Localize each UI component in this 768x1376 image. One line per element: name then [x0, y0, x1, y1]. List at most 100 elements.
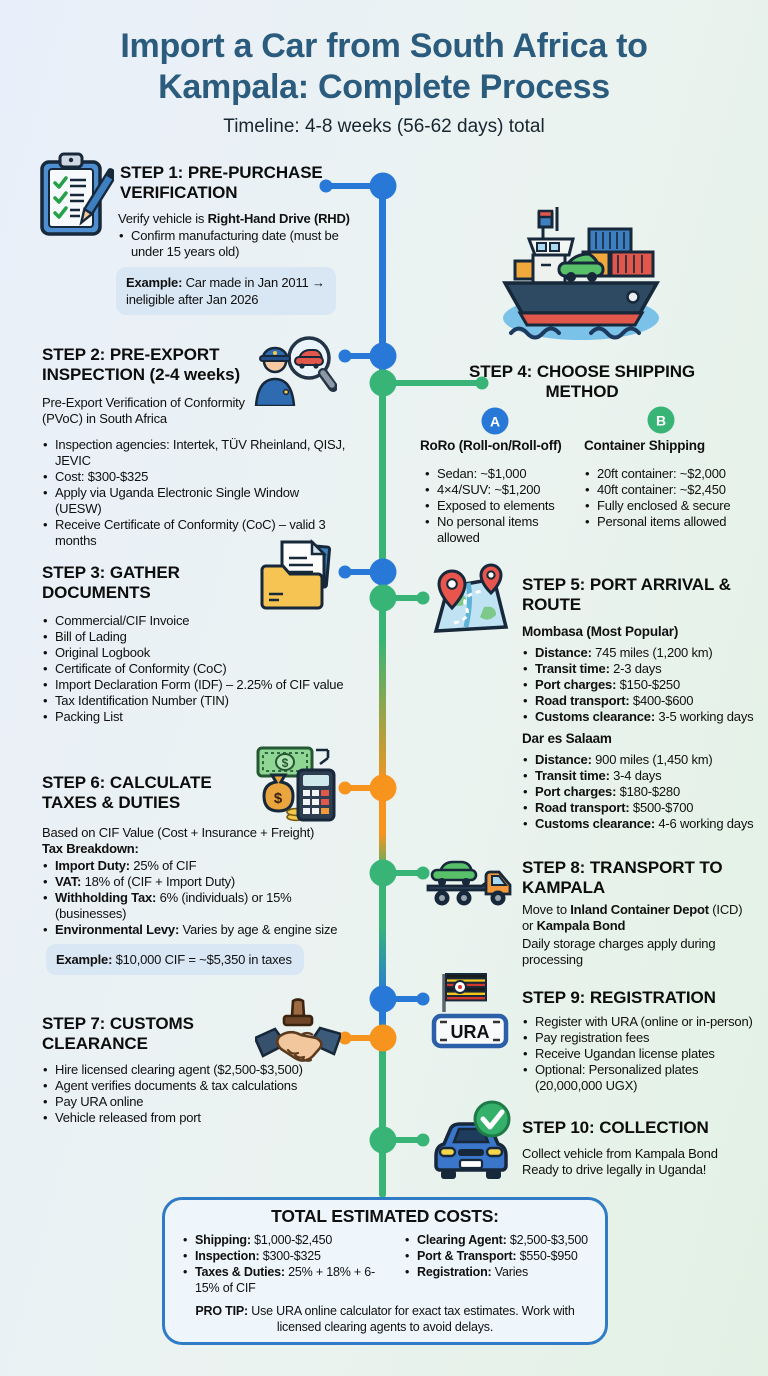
connector-step2: [345, 353, 383, 359]
step3-title: STEP 3: GATHER DOCUMENTS: [42, 563, 180, 603]
bullet-item: Bill of Lading: [42, 629, 347, 645]
connector-step6: [345, 785, 383, 791]
option-a-bullets: Sedan: ~$1,000 4×4/SUV: ~$1,200 Exposed …: [424, 466, 574, 546]
bullet-item: 4×4/SUV: ~$1,200: [424, 482, 574, 498]
page-subtitle: Timeline: 4-8 weeks (56-62 days) total: [223, 116, 545, 137]
bullet-item: Distance: 900 miles (1,450 km): [522, 752, 754, 768]
bullet-item: Tax Identification Number (TIN): [42, 693, 347, 709]
bullet-item: Registration: Varies: [404, 1264, 599, 1280]
bullet-item: Transit time: 3-4 days: [522, 768, 754, 784]
step7-bullets: Hire licensed clearing agent ($2,500-$3,…: [42, 1062, 342, 1126]
bullet-item: Port & Transport: $550-$950: [404, 1248, 599, 1264]
connector-step4: [383, 380, 482, 386]
bullet-item: Receive Certificate of Conformity (CoC) …: [42, 517, 347, 549]
option-a-name: RoRo (Roll-on/Roll-off): [420, 438, 562, 453]
plate-text: URA: [451, 1022, 490, 1042]
bullet-item: Confirm manufacturing date (must be unde…: [118, 228, 353, 260]
step2-intro: Pre-Export Verification of Conformity (P…: [42, 395, 245, 426]
step2-title: STEP 2: PRE-EXPORT INSPECTION (2-4 weeks…: [42, 345, 241, 385]
step1-intro: Verify vehicle is Right-Hand Drive (RHD): [118, 211, 350, 226]
timeline-node-step7: [369, 1024, 397, 1052]
svg-text:$: $: [274, 790, 283, 807]
step10-line1: Collect vehicle from Kampala Bond: [522, 1146, 718, 1161]
step6-bullets: Import Duty: 25% of CIF VAT: 18% of (CIF…: [42, 858, 342, 938]
step6-example-box: Example: $10,000 CIF = ~$5,350 in taxes: [46, 944, 304, 975]
car-check-icon: [428, 1100, 514, 1189]
port-dar-name: Dar es Salaam: [522, 731, 612, 746]
step1-example-box: Example: Car made in Jan 2011 → ineligib…: [116, 267, 336, 315]
bullet-item: Sedan: ~$1,000: [424, 466, 574, 482]
documents-folder-icon: [258, 538, 336, 619]
bullet-item: 20ft container: ~$2,000: [584, 466, 744, 482]
bullet-item: Withholding Tax: 6% (individuals) or 15%…: [42, 890, 342, 922]
port-mombasa-name: Mombasa (Most Popular): [522, 624, 679, 639]
dot-step6: [338, 781, 352, 795]
total-costs-title: TOTAL ESTIMATED COSTS:: [271, 1206, 499, 1226]
timeline-node-step6: [369, 774, 397, 802]
option-b-bullets: 20ft container: ~$2,000 40ft container: …: [584, 466, 744, 530]
bullet-item: Taxes & Duties: 25% + 18% + 6-15% of CIF: [182, 1264, 397, 1296]
connector-step1: [326, 183, 383, 189]
bullet-item: Distance: 745 miles (1,200 km): [522, 645, 754, 661]
option-a-badge: A: [481, 407, 509, 435]
step4-title: STEP 4: CHOOSE SHIPPING METHOD: [469, 362, 695, 402]
timeline-node-step4: [369, 369, 397, 397]
connector-step7: [345, 1035, 383, 1041]
bullet-item: Apply via Uganda Electronic Single Windo…: [42, 485, 347, 517]
timeline-node-step3: [369, 558, 397, 586]
timeline-node-step9: [369, 985, 397, 1013]
bullet-item: 40ft container: ~$2,450: [584, 482, 744, 498]
step8-note: Daily storage charges apply during proce…: [522, 936, 716, 967]
connector-step10: [383, 1137, 423, 1143]
bullet-item: Receive Ugandan license plates: [522, 1046, 754, 1062]
step6-title: STEP 6: CALCULATE TAXES & DUTIES: [42, 773, 212, 813]
bullet-item: Import Duty: 25% of CIF: [42, 858, 342, 874]
bullet-item: No personal items allowed: [424, 514, 574, 546]
money-calculator-icon: $ $: [256, 744, 336, 827]
step6-intro: Based on CIF Value (Cost + Insurance + F…: [42, 825, 315, 840]
step10-title: STEP 10: COLLECTION: [522, 1118, 709, 1137]
timeline-node-step10: [369, 1126, 397, 1154]
cargo-ship-icon: [497, 203, 665, 350]
option-b-name: Container Shipping: [584, 438, 705, 453]
bullet-item: Port charges: $180-$280: [522, 784, 754, 800]
svg-text:$: $: [282, 756, 289, 770]
bullet-item: Transit time: 2-3 days: [522, 661, 754, 677]
bullet-item: Pay URA online: [42, 1094, 342, 1110]
bullet-item: Customs clearance: 3-5 working days: [522, 709, 754, 725]
option-b-badge: B: [647, 406, 675, 434]
total-left-list: Shipping: $1,000-$2,450 Inspection: $300…: [182, 1232, 397, 1296]
bullet-item: Personal items allowed: [584, 514, 744, 530]
pro-tip: PRO TIP: Use URA online calculator for e…: [195, 1304, 575, 1334]
dot-step1: [319, 179, 333, 193]
dot-step3: [338, 565, 352, 579]
clipboard-checklist-icon: [36, 150, 118, 243]
timeline-node-step1: [369, 172, 397, 200]
bullet-item: Inspection agencies: Intertek, TÜV Rhein…: [42, 437, 347, 469]
bullet-item: Port charges: $150-$250: [522, 677, 754, 693]
step7-title: STEP 7: CUSTOMS CLEARANCE: [42, 1014, 194, 1054]
bullet-item: Commercial/CIF Invoice: [42, 613, 347, 629]
ura-license-plate-icon: URA: [430, 970, 510, 1055]
bullet-item: Clearing Agent: $2,500-$3,500: [404, 1232, 599, 1248]
total-right-list: Clearing Agent: $2,500-$3,500 Port & Tra…: [404, 1232, 599, 1280]
step6-breakdown-label: Tax Breakdown:: [42, 841, 139, 856]
bullet-item: Customs clearance: 4-6 working days: [522, 816, 754, 832]
bullet-item: Inspection: $300-$325: [182, 1248, 397, 1264]
dot-step5: [416, 591, 430, 605]
page-title: Import a Car from South Africa to Kampal…: [120, 27, 648, 106]
bullet-item: Import Declaration Form (IDF) – 2.25% of…: [42, 677, 347, 693]
step2-bullets: Inspection agencies: Intertek, TÜV Rhein…: [42, 437, 347, 549]
bullet-item: Road transport: $500-$700: [522, 800, 754, 816]
step10-line2: Ready to drive legally in Uganda!: [522, 1162, 707, 1177]
bullet-item: Shipping: $1,000-$2,450: [182, 1232, 397, 1248]
dot-step4: [475, 376, 489, 390]
dot-step9: [416, 992, 430, 1006]
bullet-item: VAT: 18% of (CIF + Import Duty): [42, 874, 342, 890]
bullet-item: Exposed to elements: [424, 498, 574, 514]
bullet-item: Environmental Levy: Varies by age & engi…: [42, 922, 342, 938]
bullet-item: Hire licensed clearing agent ($2,500-$3,…: [42, 1062, 342, 1078]
bullet-item: Packing List: [42, 709, 347, 725]
handshake-stamp-icon: [253, 998, 343, 1083]
map-pins-icon: [428, 563, 512, 648]
